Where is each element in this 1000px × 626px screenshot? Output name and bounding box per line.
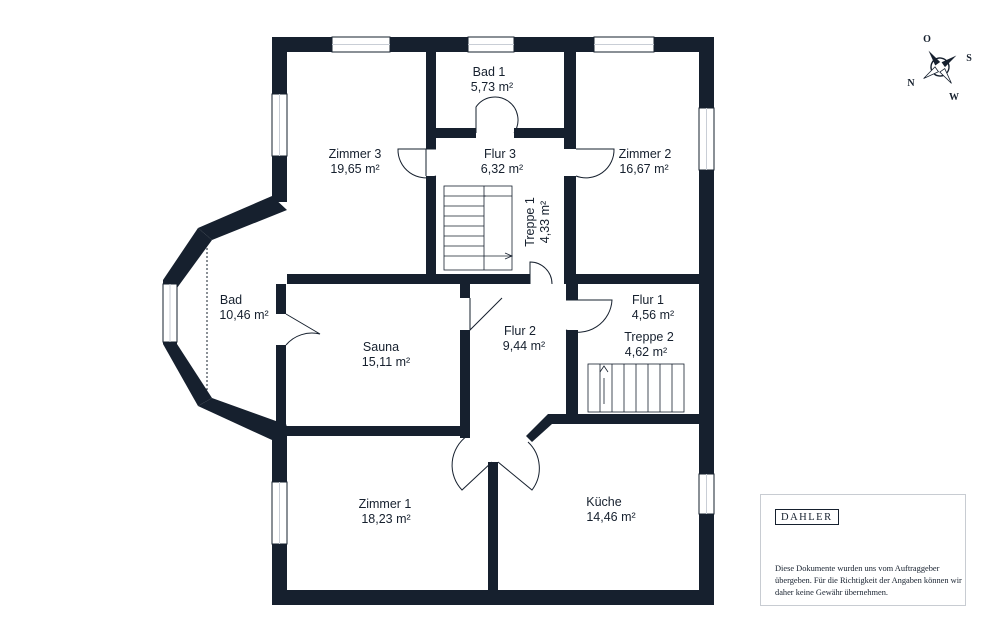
brand-logo: DAHLER (775, 509, 839, 525)
compass-west-label: W (949, 92, 959, 103)
room-flur2-name: Flur 2 (504, 324, 536, 338)
room-kueche-name: Küche (586, 495, 621, 509)
room-flur3-name: Flur 3 (484, 147, 516, 161)
room-kueche-area: 14,46 m² (586, 510, 635, 524)
room-flur2-area: 9,44 m² (503, 339, 545, 353)
compass: N O S W (907, 34, 972, 103)
compass-rose-icon (923, 50, 957, 84)
room-treppe1-name: Treppe 1 (523, 197, 537, 247)
room-treppe2-name: Treppe 2 (624, 330, 674, 344)
room-bad1-name: Bad 1 (473, 65, 506, 79)
room-zimmer2-name: Zimmer 2 (619, 147, 672, 161)
room-bad-name: Bad (220, 293, 242, 307)
room-zimmer1-area: 18,23 m² (361, 512, 410, 526)
room-sauna-area: 15,11 m² (362, 355, 410, 369)
windows (162, 36, 715, 545)
room-zimmer3-name: Zimmer 3 (329, 147, 382, 161)
room-flur1-area: 4,56 m² (632, 308, 674, 322)
room-treppe2-area: 4,62 m² (625, 345, 667, 359)
room-sauna-name: Sauna (363, 340, 399, 354)
compass-south-label: S (966, 53, 972, 64)
room-zimmer3-area: 19,65 m² (330, 162, 379, 176)
room-bad-area: 10,46 m² (219, 308, 268, 322)
disclaimer-text: Diese Dokumente wurden uns vom Auftragge… (775, 564, 962, 597)
doors (206, 96, 615, 491)
room-zimmer2-area: 16,67 m² (619, 162, 668, 176)
room-treppe1-area: 4,33 m² (538, 201, 552, 243)
compass-east-label: O (923, 34, 931, 45)
room-flur1-name: Flur 1 (632, 293, 664, 307)
interior-walls (276, 37, 714, 590)
compass-north-label: N (907, 78, 915, 89)
stair-treppe-1 (443, 185, 514, 271)
room-bad1-area: 5,73 m² (471, 80, 513, 94)
disclaimer-panel: DAHLER Diese Dokumente wurden uns vom Au… (760, 494, 966, 606)
room-labels: Bad 1 5,73 m² Zimmer 3 19,65 m² Flur 3 6… (219, 65, 674, 526)
room-zimmer1-name: Zimmer 1 (359, 497, 412, 511)
stair-treppe-2 (587, 363, 685, 413)
room-flur3-area: 6,32 m² (481, 162, 523, 176)
